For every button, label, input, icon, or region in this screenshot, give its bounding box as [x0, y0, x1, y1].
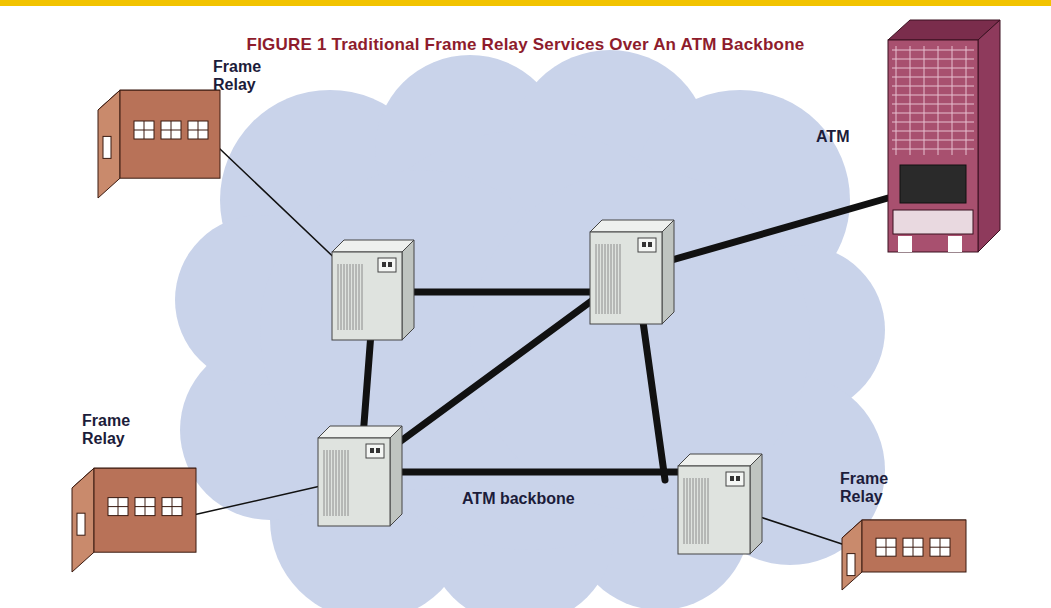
atm-switch: [678, 454, 762, 554]
network-cloud: [175, 50, 885, 608]
figure-title: FIGURE 1 Traditional Frame Relay Service…: [247, 35, 805, 55]
trunk-link: [400, 289, 600, 296]
access-link: [200, 130, 345, 268]
link-type-label: Frame Relay: [82, 412, 142, 449]
atm-switch: [332, 240, 414, 340]
trunk-link: [640, 300, 665, 480]
link-type-label: Frame Relay: [213, 58, 273, 95]
buildings: [72, 20, 1000, 590]
atm-switch: [590, 220, 674, 324]
link-type-label: Frame Relay: [840, 470, 900, 507]
links: [180, 130, 888, 545]
frame-relay-site: [72, 468, 196, 572]
trunk-link: [385, 469, 690, 476]
frame-relay-site: [98, 90, 220, 198]
switches: [318, 220, 762, 554]
atm-site-tower: [888, 20, 1000, 252]
atm-switch: [318, 426, 402, 526]
access-link: [180, 485, 325, 518]
network-label: ATM backbone: [462, 490, 602, 508]
trunk-link: [665, 198, 888, 262]
header-rule: [0, 0, 1051, 6]
link-type-label: ATM: [816, 128, 876, 146]
frame-relay-site: [842, 520, 966, 590]
